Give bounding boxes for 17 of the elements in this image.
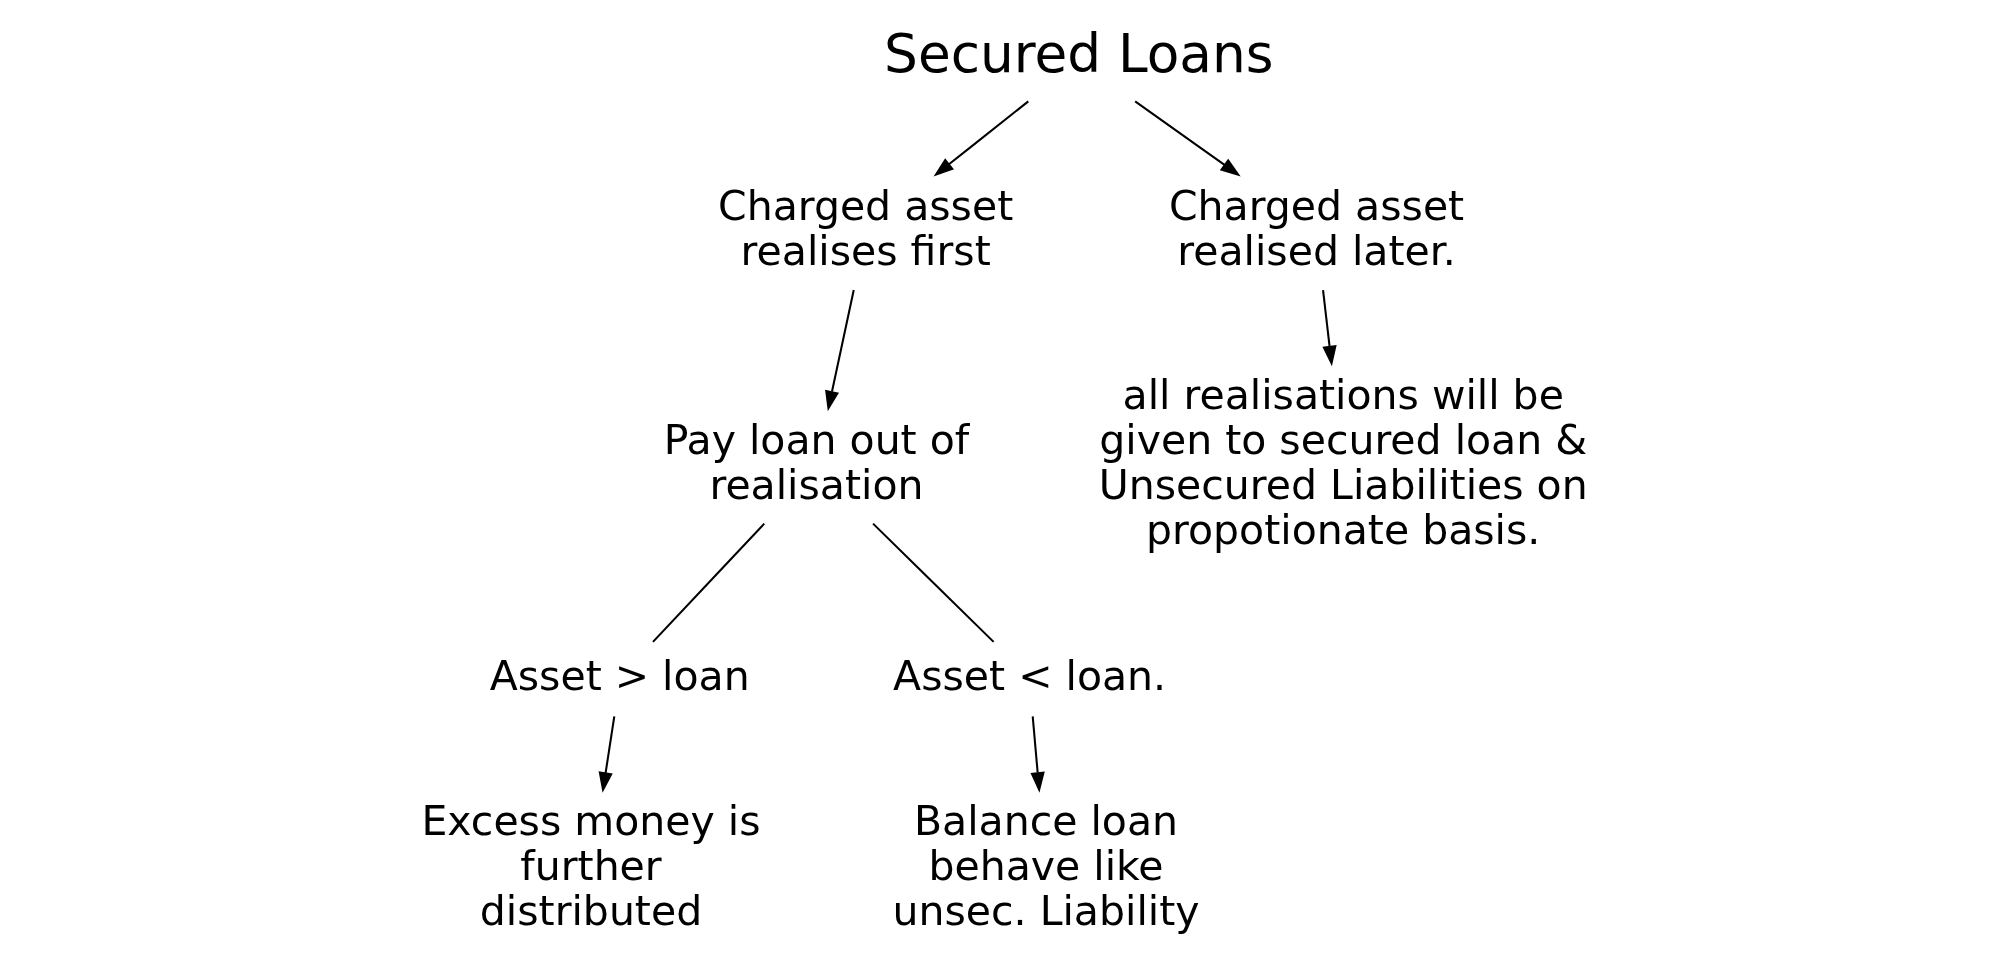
connector (872, 522, 995, 643)
arrow (933, 100, 1029, 176)
arrow (1134, 100, 1241, 176)
node-text: Pay loan out of realisation (663, 415, 970, 509)
node-text: Secured Loans (884, 22, 1274, 85)
node-text: Charged asset realised later. (1168, 181, 1465, 275)
node-text: Charged asset realises first (718, 181, 1014, 275)
node-text: Excess money is further distributed (421, 796, 761, 935)
node-text: all realisations will be given to secured loan & Unsecured Liabilities on propotionate basis. (1098, 370, 1588, 554)
arrow (825, 289, 855, 411)
node-text: Asset < loan. (893, 650, 1167, 699)
arrow (1030, 715, 1045, 793)
node-text: Asset > loan (489, 650, 750, 699)
connector (652, 522, 765, 643)
arrow (598, 715, 616, 793)
node-text: Balance loan behave like unsec. Liability (892, 796, 1200, 935)
arrow (1322, 289, 1337, 366)
